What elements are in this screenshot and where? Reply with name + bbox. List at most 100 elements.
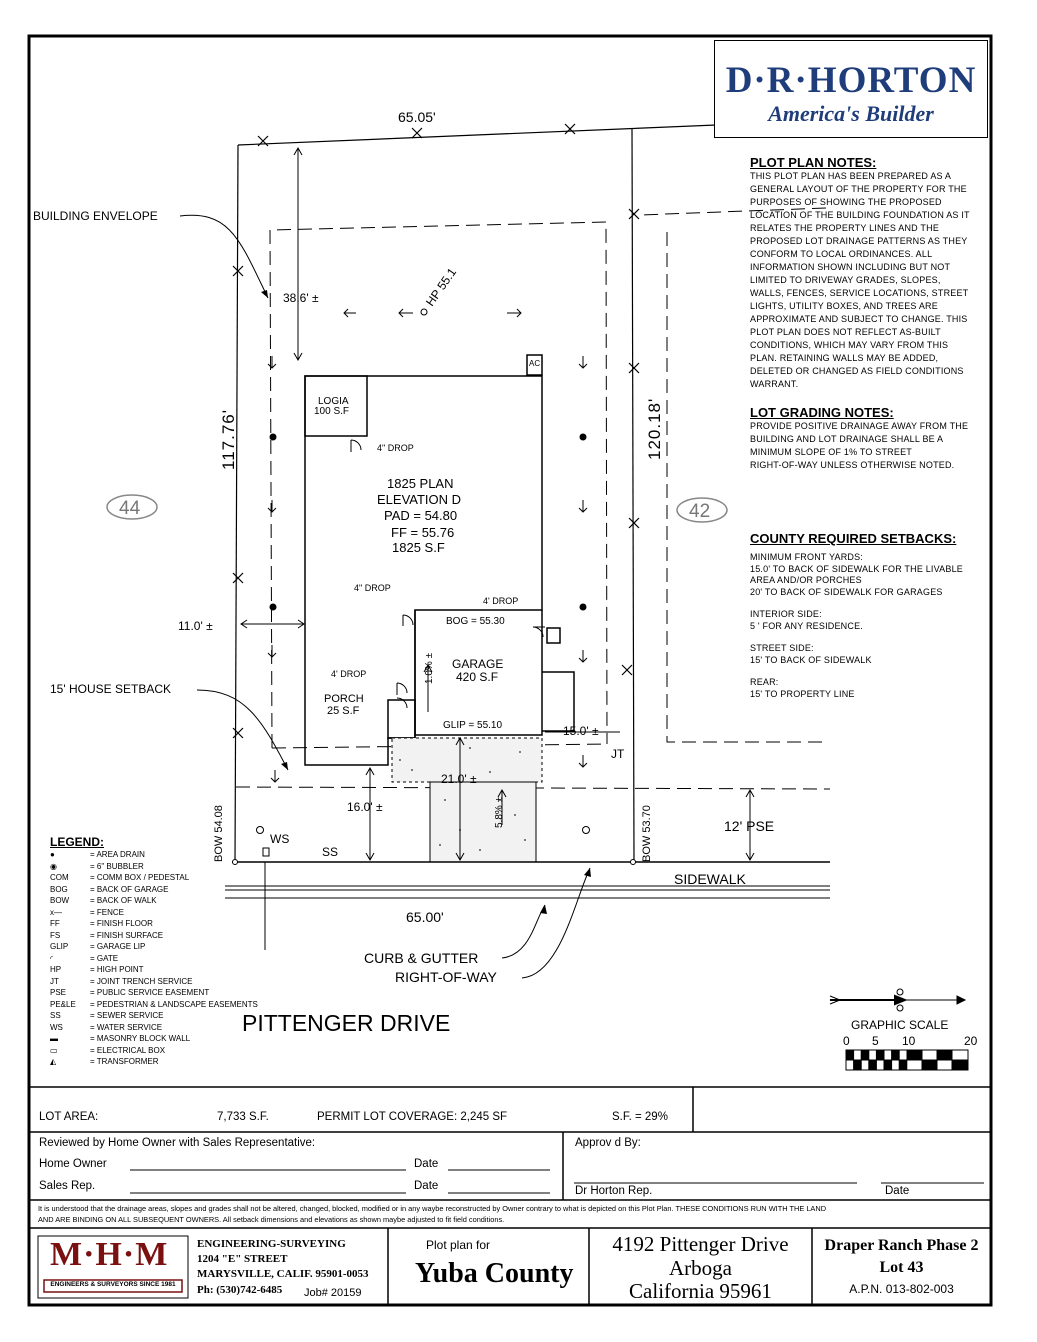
legend-item: BOW= BACK OF WALK — [50, 895, 280, 907]
logia-label: LOGIA — [318, 396, 349, 407]
plot-notes-line: PLAN. RETAINING WALLS MAY BE ADDED, — [750, 353, 939, 363]
sidewalk-label: SIDEWALK — [674, 871, 746, 887]
legend-symbol: WS — [50, 1022, 63, 1032]
legend-text: = FINISH SURFACE — [90, 930, 164, 940]
legend-text: = HIGH POINT — [90, 965, 144, 974]
county-setbacks-title: COUNTY REQUIRED SETBACKS: — [750, 531, 957, 546]
side-right-label: 15.0' ± — [563, 724, 599, 738]
legend-symbol: GLIP — [50, 942, 69, 951]
firm-line-3: MARYSVILLE, CALIF. 95901-0053 — [197, 1268, 369, 1280]
plot-notes-line: CONFORM TO LOCAL ORDINANCES. ALL — [750, 249, 933, 259]
legend-text: = MASONRY BLOCK WALL — [90, 1034, 191, 1043]
setbacks-line: 5 ' FOR ANY RESIDENCE. — [750, 620, 863, 631]
signature-lines — [130, 1169, 984, 1194]
logia-sf-label: 100 S.F — [314, 406, 349, 417]
legend-text: = SEWER SERVICE — [90, 1011, 164, 1020]
legend-symbol: x— — [50, 907, 62, 917]
setbacks-line: 15.0' TO BACK OF SIDEWALK FOR THE LIVABL… — [750, 563, 963, 574]
legend-item: GLIP= GARAGE LIP — [50, 941, 280, 953]
setbacks-line: 20' TO BACK OF SIDEWALK FOR GARAGES — [750, 586, 943, 597]
legend-text: = PUBLIC SERVICE EASEMENT — [90, 988, 210, 997]
setbacks-line: STREET SIDE: — [750, 643, 814, 653]
setbacks-line: MINIMUM FRONT YARDS: — [750, 552, 864, 562]
ff-label: FF = 55.76 — [391, 525, 454, 540]
sf-percent: S.F. = 29% — [612, 1111, 668, 1123]
legend-title: LEGEND: — [50, 835, 104, 849]
apn: A.P.N. 013-802-003 — [849, 1282, 954, 1296]
legend-item: ▭= ELECTRICAL BOX — [50, 1045, 280, 1057]
job-number: Job# 20159 — [304, 1287, 362, 1299]
rear-setback-label: 38.6' ± — [283, 291, 319, 305]
gate-symbols — [350, 439, 545, 709]
leader-arrowheads — [261, 290, 591, 914]
plot-notes-line: THIS PLOT PLAN HAS BEEN PREPARED AS A — [750, 171, 952, 181]
glip-label: GLIP = 55.10 — [443, 720, 502, 731]
legend-symbol: SS — [50, 1011, 61, 1020]
legend-item: ◉= 6" BUBBLER — [50, 861, 280, 873]
lot-area-value: 7,733 S.F. — [217, 1111, 269, 1123]
garage-setback-label: 21.0' ± — [441, 772, 477, 786]
firm-line-4: Ph: (530)742-6485 — [197, 1284, 283, 1296]
sales-rep-date-label: Date — [414, 1180, 439, 1192]
legend-symbol: ● — [50, 850, 55, 859]
lot-44-label: 44 — [119, 498, 141, 519]
bubblers — [256, 826, 590, 834]
plot-plan-notes: PLOT PLAN NOTES: THIS PLOT PLAN HAS BEEN… — [750, 155, 990, 391]
dr-rep-date-label: Date — [885, 1185, 910, 1197]
legend-item: WS= WATER SERVICE — [50, 1022, 280, 1034]
setbacks-line: AREA AND/OR PORCHES — [750, 575, 862, 585]
dimension-lines — [240, 146, 755, 862]
drainage-arrows — [267, 308, 588, 783]
mhm-logo-text: M·H·M — [50, 1236, 169, 1273]
title-block-grid — [29, 1086, 991, 1305]
plot-notes-line: PLOT PLAN DOES NOT REFLECT AS-BUILT — [750, 327, 941, 337]
side-setback-label: 11.0' ± — [178, 619, 213, 633]
graphic-scale-label: GRAPHIC SCALE — [851, 1018, 948, 1032]
permit-coverage: PERMIT LOT COVERAGE: 2,245 SF — [317, 1111, 508, 1123]
grading-notes-line: MINIMUM SLOPE OF 1% TO STREET — [750, 447, 912, 457]
legend-symbol: COM — [50, 873, 69, 882]
legend-symbol: FS — [50, 930, 61, 940]
scale-tick-10: 10 — [902, 1034, 916, 1048]
legend-symbol: BOW — [50, 896, 70, 905]
porch-label: PORCH — [324, 693, 364, 705]
lot-number: Lot 43 — [879, 1259, 924, 1276]
lot-grading-notes-title: LOT GRADING NOTES: — [750, 405, 894, 420]
grading-notes-line: BUILDING AND LOT DRAINAGE SHALL BE A — [750, 434, 944, 444]
drop-4-label: 4' DROP — [331, 669, 366, 679]
garage-label: GARAGE — [452, 657, 503, 671]
plot-notes-line: LIMITED TO DRIVEWAY GRADES, SLOPES, — [750, 275, 941, 285]
legend-text: = COMM BOX / PEDESTAL — [90, 873, 190, 882]
legend-item: x— = FENCE — [50, 907, 280, 919]
legend-symbol: BOG — [50, 884, 68, 894]
legend-item: PSE= PUBLIC SERVICE EASEMENT — [50, 987, 280, 999]
water-service-box — [262, 847, 270, 857]
plan-name-label: 1825 PLAN — [387, 476, 454, 491]
garage-sf-label: 420 S.F — [456, 670, 498, 684]
driveway — [391, 737, 543, 863]
pad-label: PAD = 54.80 — [384, 508, 457, 523]
sheet-border — [27, 34, 993, 1307]
street-name-label: PITTENGER DRIVE — [242, 1010, 450, 1036]
sales-rep-label: Sales Rep. — [39, 1180, 96, 1192]
area-drains — [269, 433, 587, 611]
bow-right-label: BOW 53.70 — [641, 805, 653, 862]
graphic-scale-bar — [845, 1049, 969, 1071]
legend-symbol: PE&LE — [50, 999, 76, 1009]
legend-item: SS = SEWER SERVICE — [50, 1010, 280, 1022]
property-lines — [234, 124, 717, 863]
legend-symbol: FF — [50, 919, 60, 928]
county-name: Yuba County — [415, 1258, 574, 1289]
legend-text: = ELECTRICAL BOX — [90, 1045, 166, 1055]
disclaimer-line-2: AND ARE BINDING ON ALL SUBSEQUENT OWNERS… — [38, 1215, 505, 1224]
drop-2-label: 4" DROP — [354, 583, 391, 593]
legend-text: = FENCE — [90, 907, 125, 917]
legend-item: ▬= MASONRY BLOCK WALL — [50, 1033, 280, 1045]
mhm-banner-text: ENGINEERS & SURVEYORS SINCE 1981 — [50, 1281, 176, 1288]
ws-label: WS — [270, 832, 289, 846]
legend-item: HP= HIGH POINT — [50, 964, 280, 976]
home-owner-date-label: Date — [414, 1158, 439, 1170]
